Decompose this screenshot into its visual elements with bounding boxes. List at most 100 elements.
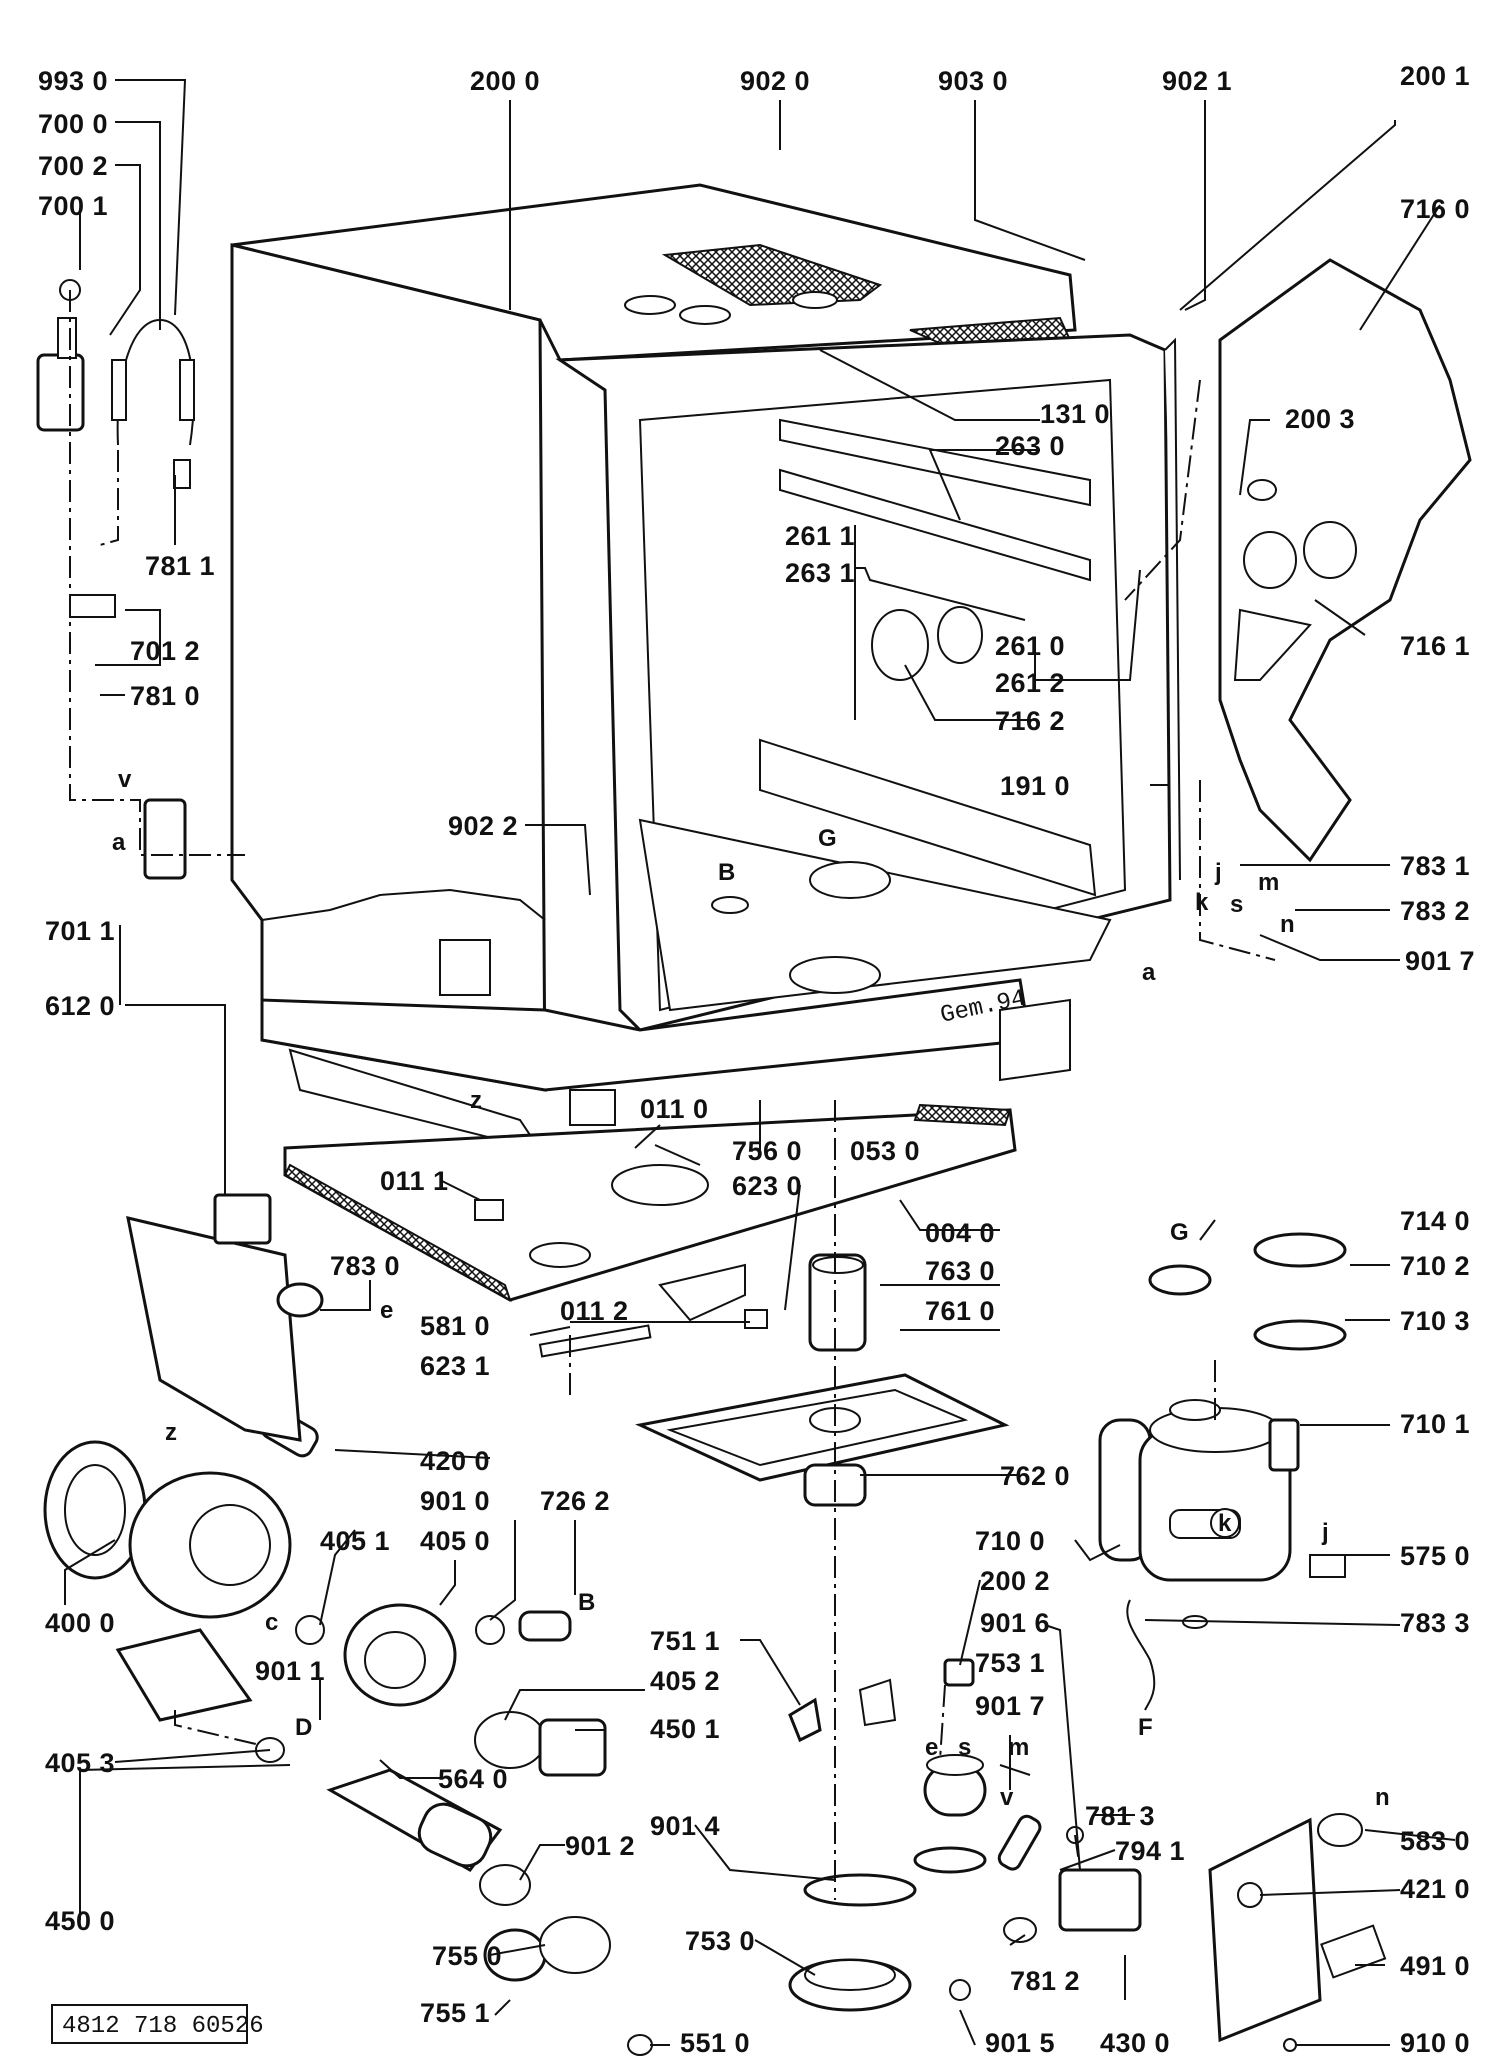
label-053-0: 053 0 xyxy=(850,1136,920,1166)
label-405-3: 405 3 xyxy=(45,1748,115,1778)
label-261-0: 261 0 xyxy=(995,631,1065,661)
ref-letter-v-lower: v xyxy=(1000,1784,1014,1811)
ntc-421 xyxy=(1237,1882,1263,1908)
ref-letter-z-lower: z xyxy=(165,1419,177,1446)
label-564-0: 564 0 xyxy=(438,1764,508,1794)
top-mesh-left xyxy=(661,243,883,307)
label-551-0: 551 0 xyxy=(680,2028,750,2058)
label-710-0: 710 0 xyxy=(975,1526,1045,1556)
tub-floor xyxy=(638,818,1112,1012)
label-200-1: 200 1 xyxy=(1400,61,1470,91)
ref-letter-j: j xyxy=(1214,859,1222,886)
label-901-4: 901 4 xyxy=(650,1811,720,1841)
label-700-2: 700 2 xyxy=(38,151,108,181)
label-716-2: 716 2 xyxy=(995,706,1065,736)
micro-filter xyxy=(808,1253,867,1352)
label-200-2: 200 2 xyxy=(980,1566,1050,1596)
svg-text:k: k xyxy=(1218,1510,1232,1537)
label-794-1: 794 1 xyxy=(1115,1836,1185,1866)
label-781-0: 781 0 xyxy=(130,681,200,711)
label-781-1: 781 1 xyxy=(145,551,215,581)
label-903-0: 903 0 xyxy=(938,66,1008,96)
label-762-0: 762 0 xyxy=(1000,1461,1070,1491)
clip-200-2 xyxy=(943,1658,975,1687)
label-612-0: 612 0 xyxy=(45,991,115,1021)
label-783-1: 783 1 xyxy=(1400,851,1470,881)
label-753-1: 753 1 xyxy=(975,1648,1045,1678)
label-910-0: 910 0 xyxy=(1400,2028,1470,2058)
ref-letter-j-lower: j xyxy=(1321,1519,1329,1546)
heater-element xyxy=(326,1768,531,1906)
label-783-0: 783 0 xyxy=(330,1251,400,1281)
ref-letter-c: c xyxy=(265,1609,278,1636)
ref-letter-d: D xyxy=(295,1714,312,1741)
water-softener: k xyxy=(1098,1232,1347,1711)
label-763-0: 763 0 xyxy=(925,1256,995,1286)
label-200-0: 200 0 xyxy=(470,66,540,96)
label-701-1: 701 1 xyxy=(45,916,115,946)
spray-arm-rail-bottom xyxy=(779,468,1091,582)
label-755-0: 755 0 xyxy=(432,1941,502,1971)
label-902-2: 902 2 xyxy=(448,811,518,841)
salt-cap-ring xyxy=(1253,1232,1347,1268)
reference-letters: a a v v B B G G z z c D k j j s s m m n … xyxy=(112,766,1390,1811)
ref-letter-b-lower: B xyxy=(578,1589,595,1616)
label-902-1: 902 1 xyxy=(1162,66,1232,96)
label-623-1: 623 1 xyxy=(420,1351,490,1381)
label-716-1: 716 1 xyxy=(1400,631,1470,661)
valves-and-switches xyxy=(913,1658,1387,2052)
valve-751 xyxy=(788,1697,822,1743)
right-side-panel xyxy=(1218,258,1472,863)
label-421-0: 421 0 xyxy=(1400,1874,1470,1904)
label-781-2: 781 2 xyxy=(1010,1966,1080,1996)
label-901-0: 901 0 xyxy=(420,1486,490,1516)
label-901-1: 901 1 xyxy=(255,1656,325,1686)
base-plate xyxy=(283,1103,1017,1303)
label-261-1: 261 1 xyxy=(785,521,855,551)
label-263-0: 263 0 xyxy=(995,431,1065,461)
ref-letter-e-lower: e xyxy=(925,1734,938,1761)
label-261-2: 261 2 xyxy=(995,668,1065,698)
sump-and-filter xyxy=(635,1253,1010,2012)
label-714-0: 714 0 xyxy=(1400,1206,1470,1236)
label-901-7-top: 901 7 xyxy=(1405,946,1475,976)
switch-575 xyxy=(1309,1554,1346,1578)
label-575-0: 575 0 xyxy=(1400,1541,1470,1571)
label-751-1: 751 1 xyxy=(650,1626,720,1656)
pump-seal-ring xyxy=(474,1711,546,1769)
label-200-3: 200 3 xyxy=(1285,404,1355,434)
ref-letter-n-lower: n xyxy=(1375,1784,1390,1811)
label-450-1: 450 1 xyxy=(650,1714,720,1744)
filter-wheel xyxy=(871,609,929,681)
label-756-0: 756 0 xyxy=(732,1136,802,1166)
label-901-6: 901 6 xyxy=(980,1608,1050,1638)
motor-bracket xyxy=(115,1628,253,1722)
label-700-1: 700 1 xyxy=(38,191,108,221)
hose-726 xyxy=(518,1610,572,1642)
ref-letter-g: G xyxy=(818,825,837,852)
label-701-2: 701 2 xyxy=(130,636,200,666)
switch-783 xyxy=(276,1282,324,1318)
sensor-710-1 xyxy=(1268,1418,1300,1472)
label-623-0: 623 0 xyxy=(732,1171,802,1201)
label-781-3: 781 3 xyxy=(1085,1801,1155,1831)
label-011-0: 011 0 xyxy=(640,1094,709,1124)
ref-letter-m-lower: m xyxy=(1008,1734,1029,1761)
label-783-3: 783 3 xyxy=(1400,1608,1470,1638)
clamp-901-4 xyxy=(803,1873,917,1907)
label-901-5: 901 5 xyxy=(985,2028,1055,2058)
label-420-0: 420 0 xyxy=(420,1446,490,1476)
label-405-0: 405 0 xyxy=(420,1526,490,1556)
ref-letter-s-lower: s xyxy=(958,1734,971,1761)
ref-letter-b: B xyxy=(718,859,735,886)
pump-motor-assembly xyxy=(43,1408,607,1777)
ref-letter-k: k xyxy=(1195,889,1209,916)
document-number: 4812 718 60526 xyxy=(62,2013,264,2040)
gasket-710-3 xyxy=(1253,1319,1347,1351)
document-number-box: 4812 718 60526 xyxy=(51,2004,264,2044)
label-700-0: 700 0 xyxy=(38,109,108,139)
ref-letter-v: v xyxy=(118,766,132,793)
ref-letter-a: a xyxy=(112,829,126,856)
label-710-3: 710 3 xyxy=(1400,1306,1470,1336)
label-726-2: 726 2 xyxy=(540,1486,610,1516)
